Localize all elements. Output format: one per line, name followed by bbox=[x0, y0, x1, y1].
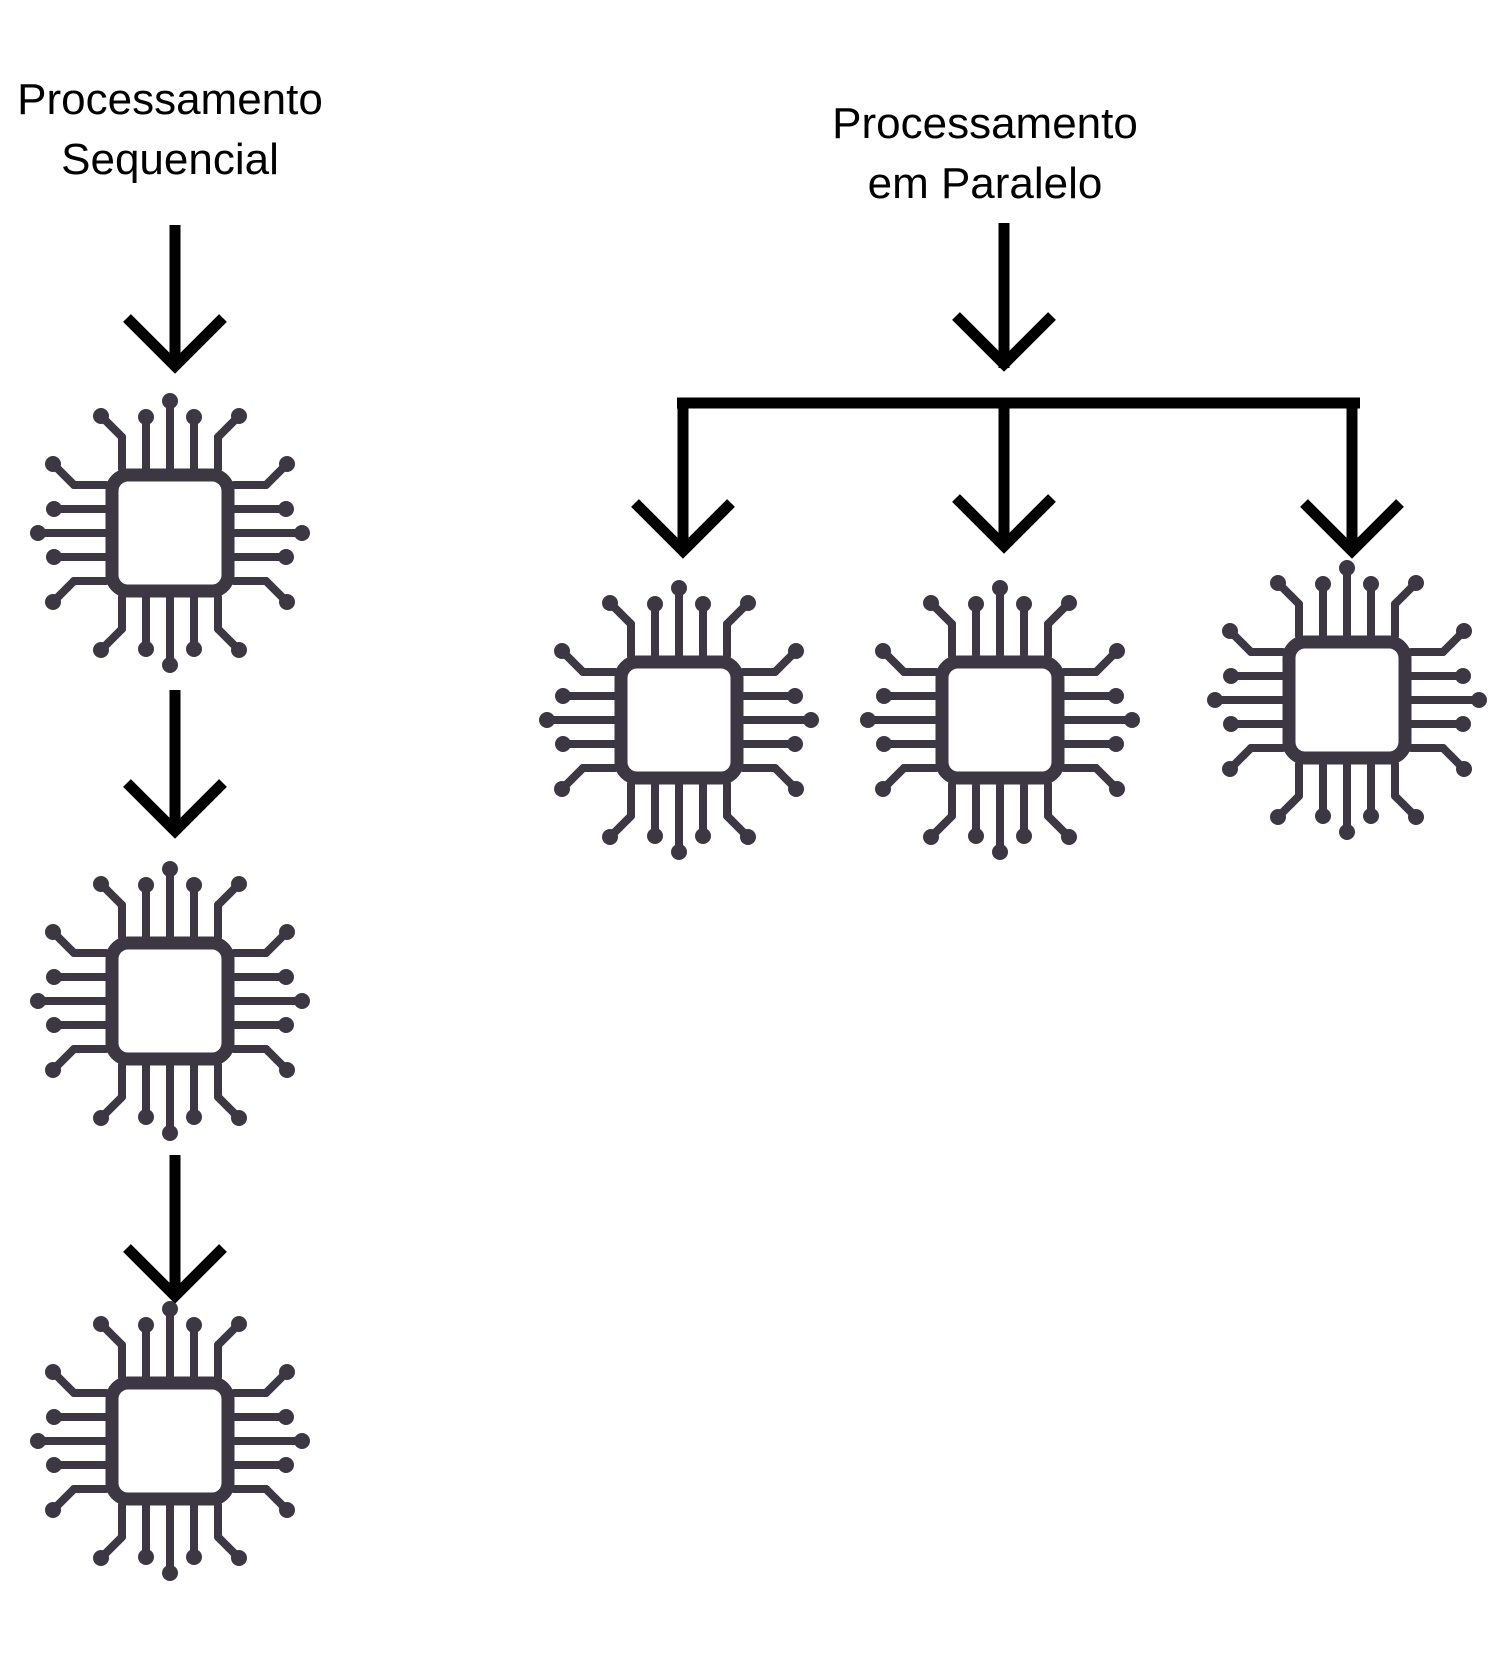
parallel-title-line1: Processamento bbox=[832, 99, 1138, 148]
sequential-title-line1: Processamento bbox=[17, 75, 323, 124]
cpu-chip-icon bbox=[30, 1301, 310, 1581]
cpu-chip-icon bbox=[860, 580, 1140, 860]
arrow-down-icon bbox=[1300, 403, 1404, 559]
cpu-chip-icon bbox=[539, 580, 819, 860]
cpu-chip-icon bbox=[30, 861, 310, 1141]
sequential-title: Processamento Sequencial bbox=[0, 70, 340, 190]
arrow-down-icon bbox=[123, 225, 227, 374]
arrow-down-icon bbox=[123, 1155, 227, 1304]
arrow-down-icon bbox=[631, 403, 735, 559]
cpu-chip-icon bbox=[1207, 560, 1487, 840]
arrow-down-icon bbox=[952, 223, 1056, 372]
cpu-chip-icon bbox=[30, 393, 310, 673]
sequential-title-line2: Sequencial bbox=[61, 135, 279, 184]
arrow-down-icon bbox=[123, 690, 227, 839]
parallel-title-line2: em Paralelo bbox=[867, 159, 1103, 208]
arrow-down-icon bbox=[952, 403, 1056, 554]
parallel-title: Processamento em Paralelo bbox=[790, 94, 1180, 214]
